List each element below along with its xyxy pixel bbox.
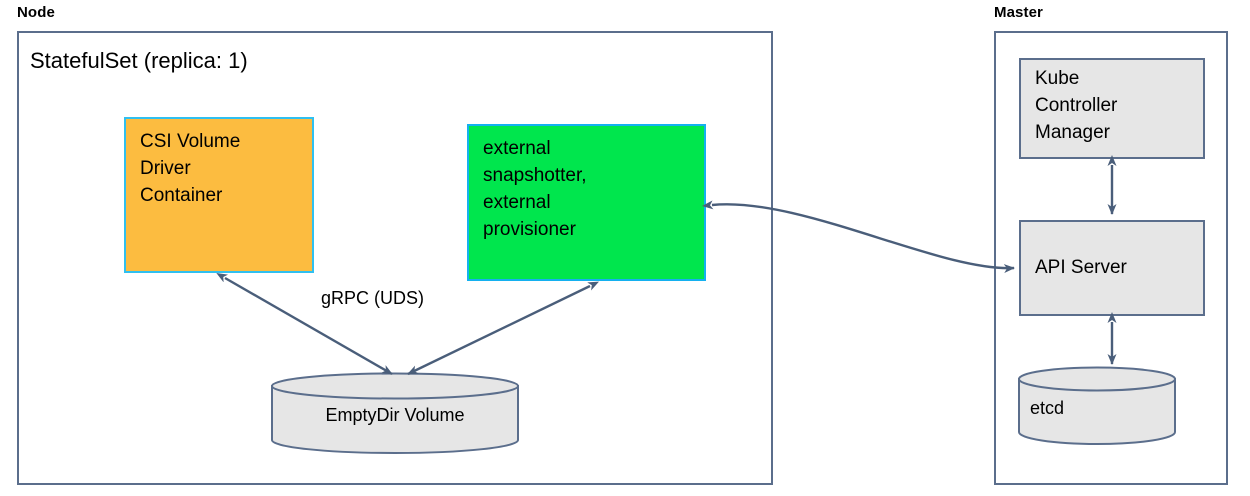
statefulset-title: StatefulSet (replica: 1) <box>30 48 248 73</box>
emptydir-volume-shape <box>271 372 519 454</box>
kube-controller-manager-label: Kube Controller Manager <box>1035 68 1118 143</box>
master-group-label: Master <box>994 4 1043 21</box>
emptydir-volume-label: EmptyDir Volume <box>325 405 465 425</box>
etcd-shape <box>1018 366 1176 445</box>
csi-volume-driver-container-label: CSI Volume Driver Container <box>140 131 241 206</box>
kube-controller-manager-box[interactable]: Kube Controller Manager <box>1019 58 1205 159</box>
external-snapshotter-provisioner-box[interactable]: external snapshotter, external provision… <box>467 124 706 281</box>
csi-volume-driver-container-box[interactable]: CSI Volume Driver Container <box>124 117 314 273</box>
external-snapshotter-provisioner-label: external snapshotter, external provision… <box>483 138 587 240</box>
emptydir-volume-cylinder[interactable] <box>270 372 520 454</box>
node-group-label: Node <box>17 4 55 21</box>
etcd-label: etcd <box>1030 398 1065 418</box>
api-server-box[interactable]: API Server <box>1019 220 1205 316</box>
grpc-uds-edge-label: gRPC (UDS) <box>321 288 425 308</box>
etcd-cylinder[interactable] <box>1017 366 1177 446</box>
api-server-label: API Server <box>1035 256 1127 278</box>
